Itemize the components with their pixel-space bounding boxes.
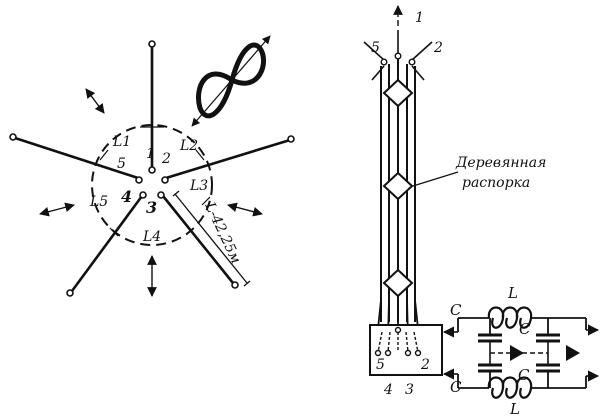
radiator-3: [161, 195, 239, 289]
top-number-2: 2: [433, 40, 443, 56]
spacer-label-line1: Деревянная: [455, 155, 546, 171]
box-number-3: 3: [405, 382, 414, 398]
star-antenna-diagram: 1 2 3 4 5 L1 L2 L3 L4 L5: [9, 35, 295, 297]
inductor-label-top: L: [507, 284, 518, 302]
center-number-5: 5: [117, 156, 126, 172]
spacing-label-l5: L5: [89, 194, 108, 210]
center-number-1: 1: [146, 146, 155, 162]
direction-arrows: [39, 88, 263, 297]
capacitor-label-4: C: [518, 366, 530, 384]
top-number-5: 5: [371, 40, 380, 56]
spacing-circle: [91, 124, 213, 246]
box-number-5: 5: [376, 357, 385, 373]
spacing-label-l4: L4: [142, 229, 161, 245]
radiator-5: [9, 133, 139, 180]
radiator-4: [66, 195, 144, 297]
box-number-2: 2: [420, 357, 430, 373]
spacing-markers: [99, 126, 211, 237]
spacing-label-l1: L1: [112, 134, 131, 150]
center-number-4: 4: [121, 187, 132, 206]
length-dimension: L-42,25м: [172, 190, 251, 287]
capacitor-label-2: C: [519, 320, 531, 338]
center-number-2: 2: [161, 151, 171, 167]
radiator-1: [148, 40, 156, 168]
inductor-label-bottom: L: [509, 400, 520, 418]
capacitor-label-1: C: [450, 301, 462, 319]
figure-eight-pattern-icon: [191, 35, 271, 127]
top-number-1: 1: [415, 10, 424, 26]
signal-triangle-icon-2: [566, 345, 580, 361]
center-number-3: 3: [146, 198, 157, 217]
spacing-label-l2: L2: [179, 138, 198, 154]
capacitor-label-3: C: [450, 378, 462, 396]
wooden-spacers: [382, 78, 414, 298]
signal-triangle-icon: [510, 345, 524, 361]
spacer-label-line2: распорка: [462, 175, 530, 191]
spacing-label-l3: L3: [189, 178, 208, 194]
length-label: L-42,25м: [201, 199, 244, 266]
radiator-2: [165, 135, 295, 180]
box-number-4: 4: [383, 382, 393, 398]
feeder-diagram: 1 2 5 Д: [363, 5, 600, 418]
center-terminals: [135, 166, 169, 199]
spacer-leader: [412, 171, 459, 187]
lc-circuit: L L: [442, 284, 600, 418]
